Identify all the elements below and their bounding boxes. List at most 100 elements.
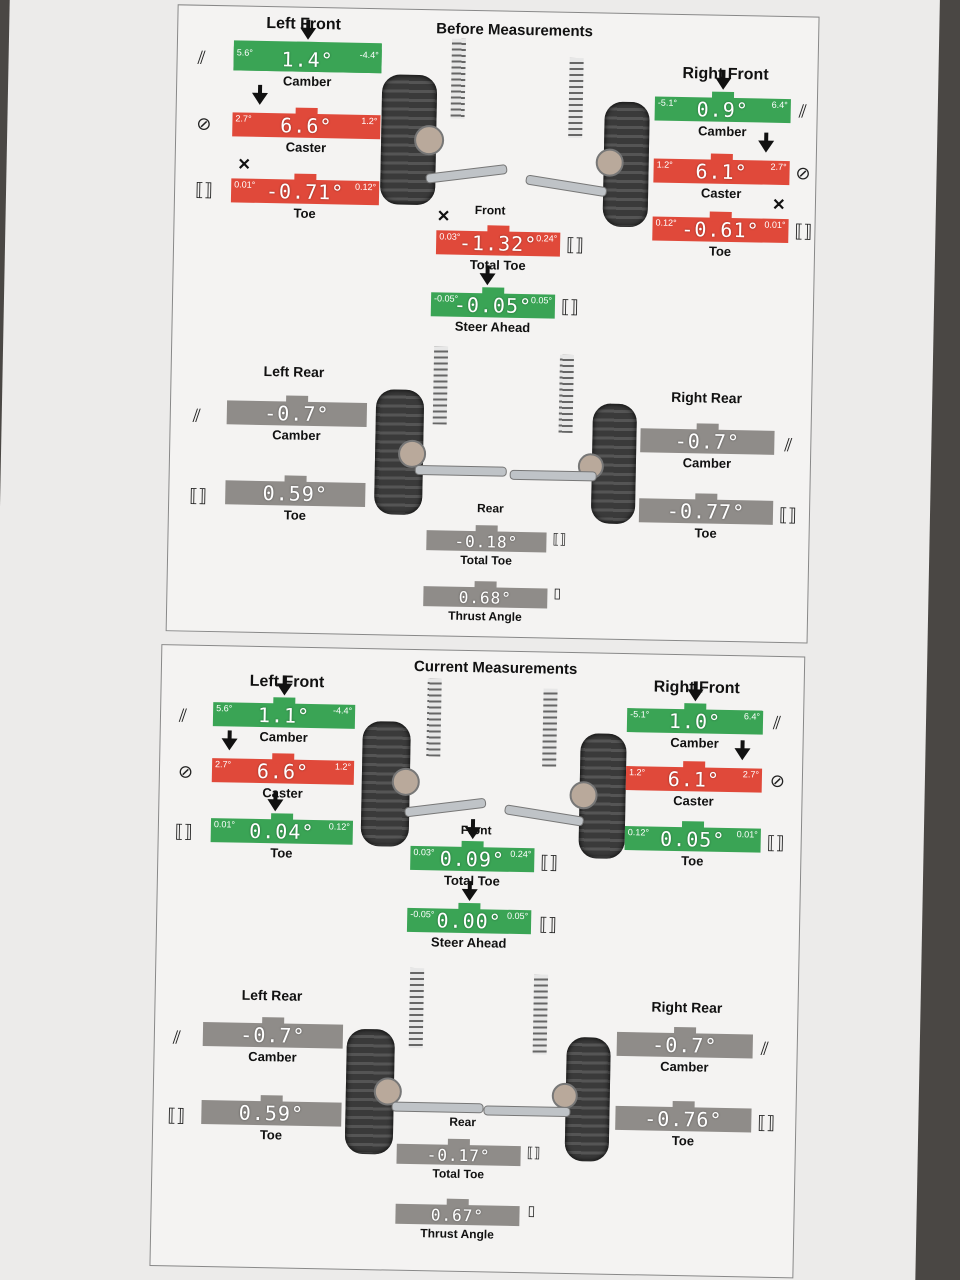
- gauge-value: -0.76°: [644, 1106, 723, 1132]
- toe-icon: ⟦⟧: [565, 234, 585, 256]
- camber-icon: ⫽: [172, 1027, 182, 1048]
- gauge-value: 6.6°: [280, 113, 333, 139]
- left-front-toe-gauge: 0.01° 0.12° 0.04° Toe: [210, 799, 354, 861]
- alignment-printout: Before Measurements Front Left Front ⫽ 5…: [0, 0, 940, 1280]
- rear-total-toe-gauge: -0.17° Total Toe: [396, 1138, 521, 1181]
- gauge-label: Toe: [681, 853, 704, 869]
- gauge-value: -0.18°: [454, 531, 519, 552]
- gauge-label: Caster: [700, 185, 742, 202]
- right-front-caster-gauge: 1.2° 2.7° 6.1° Caster: [625, 748, 763, 809]
- left-front-toe-gauge: ✕ 0.01° 0.12° -0.71° Toe: [230, 156, 380, 221]
- toe-icon: ⟦⟧: [189, 485, 208, 506]
- left-front-strut: [426, 678, 442, 757]
- toe-icon: ⟦⟧: [194, 179, 214, 201]
- caster-icon: ⊘: [769, 770, 786, 792]
- steering-icon: ⟦⟧: [538, 914, 558, 935]
- gauge-label: Camber: [272, 427, 321, 444]
- gauge-value: 0.00°: [436, 908, 502, 934]
- right-rear-link: [483, 1105, 571, 1118]
- gauge-label: Total Toe: [469, 256, 526, 274]
- gauge-value: 0.05°: [659, 826, 726, 852]
- toe-icon: ⟦⟧: [174, 821, 193, 842]
- camber-icon: ⫽: [784, 435, 793, 456]
- gauge-value: 0.9°: [696, 97, 750, 123]
- right-rear-camber-gauge: -0.7° Camber: [616, 1026, 754, 1075]
- gauge-value: 0.59°: [238, 1100, 305, 1126]
- gauge-value: 0.09°: [439, 846, 506, 872]
- gauge-label: Camber: [660, 1058, 709, 1075]
- gauge-value: -0.05°: [453, 292, 533, 319]
- rear-axle-label: Rear: [476, 501, 504, 516]
- left-front-caster-gauge: 2.7° 1.2° 6.6° Caster: [211, 738, 355, 801]
- steering-icon: ⟦⟧: [560, 296, 579, 318]
- gauge-value: 0.59°: [262, 481, 329, 507]
- indicator-arrow-icon: [687, 689, 704, 702]
- rear-total-toe-gauge: -0.18° Total Toe: [426, 524, 547, 568]
- rear-suspension-drawing: [162, 645, 804, 1162]
- toe-icon: ⟦⟧: [552, 530, 567, 547]
- left-front-camber-gauge: 5.6° -4.4° 1.4° Camber: [233, 27, 382, 89]
- right-front-strut: [542, 688, 558, 767]
- thrust-angle-gauge: 0.68° Thrust Angle: [423, 580, 548, 624]
- indicator-arrow-icon: [251, 92, 268, 106]
- gauge-label: Total Toe: [460, 552, 512, 568]
- gauge-label: Toe: [270, 845, 293, 861]
- gauge-value: 6.6°: [256, 758, 310, 784]
- gauge-label: Thrust Angle: [420, 1226, 495, 1242]
- car-icon: ▯: [527, 1202, 536, 1219]
- toe-icon: ⟦⟧: [766, 832, 785, 854]
- camber-icon: ⫽: [197, 47, 206, 68]
- out-of-range-x-icon: ✕: [436, 208, 451, 226]
- gauge-value: -1.32°: [458, 230, 538, 257]
- panel-title: Current Measurements: [413, 657, 578, 679]
- gauge-value: -0.7°: [651, 1032, 718, 1058]
- gauge-label: Total Toe: [432, 1166, 485, 1182]
- gauge-label: Toe: [671, 1132, 695, 1149]
- indicator-arrow-icon: [464, 826, 481, 840]
- toe-icon: ⟦⟧: [778, 504, 797, 526]
- gauge-value: -0.17°: [426, 1144, 491, 1166]
- left-front-camber-gauge: 5.6° -4.4° 1.1° Camber: [212, 683, 356, 745]
- gauge-value: 1.0°: [668, 708, 722, 734]
- gauge-value: 0.68°: [458, 587, 513, 608]
- right-front-control-arm: [503, 804, 585, 827]
- left-front-strut: [450, 38, 467, 119]
- front-total-toe-gauge: ✕ 0.03° 0.24° -1.32° Total Toe: [435, 208, 561, 273]
- front-total-toe-gauge: 0.03° 0.24° 0.09° Total Toe: [410, 826, 535, 889]
- steer-ahead-gauge: -0.05° 0.05° 0.00° Steer Ahead: [406, 888, 532, 951]
- right-rear-toe-gauge: -0.76° Toe: [615, 1100, 752, 1148]
- gauge-label: Camber: [282, 73, 332, 90]
- current-measurements-panel: Current Measurements Front Left Front ⫽ …: [149, 644, 806, 1279]
- gauge-value: -0.7°: [240, 1022, 306, 1048]
- right-front-control-arm: [524, 174, 608, 198]
- gauge-value: 6.1°: [667, 766, 721, 792]
- right-front-toe-gauge: 0.12° 0.01° 0.05° Toe: [624, 820, 762, 869]
- left-front-hub: [391, 767, 421, 797]
- left-rear-link: [391, 1101, 484, 1114]
- caster-icon: ⊘: [795, 163, 811, 184]
- indicator-arrow-icon: [757, 140, 774, 153]
- right-rear-strut: [532, 974, 549, 1055]
- caster-icon: ⊘: [177, 761, 194, 782]
- left-rear-strut: [432, 346, 449, 425]
- left-front-control-arm: [425, 163, 508, 184]
- front-suspension-drawing: [162, 645, 804, 860]
- gauge-label: Toe: [694, 525, 717, 541]
- gauge-label: Caster: [285, 139, 327, 156]
- toe-icon: ⟦⟧: [540, 852, 559, 873]
- right-rear-toe-gauge: -0.77° Toe: [638, 492, 774, 541]
- right-front-strut: [568, 57, 584, 139]
- panel-title: Before Measurements: [436, 20, 594, 41]
- gauge-label: Toe: [293, 205, 316, 221]
- left-front-hub: [413, 124, 445, 156]
- front-axle-label: Front: [474, 203, 506, 218]
- gauge-value: -0.7°: [264, 401, 330, 427]
- right-front-toe-gauge: ✕ 0.12° 0.01° -0.61° Toe: [652, 197, 789, 259]
- before-measurements-panel: Before Measurements Front Left Front ⫽ 5…: [165, 4, 820, 644]
- camber-icon: ⫽: [192, 405, 201, 426]
- toe-icon: ⟦⟧: [167, 1105, 186, 1126]
- gauge-value: 0.67°: [430, 1204, 485, 1225]
- left-rear-heading: Left Rear: [241, 986, 303, 1004]
- caster-icon: ⊘: [196, 113, 212, 134]
- indicator-arrow-icon: [300, 27, 317, 40]
